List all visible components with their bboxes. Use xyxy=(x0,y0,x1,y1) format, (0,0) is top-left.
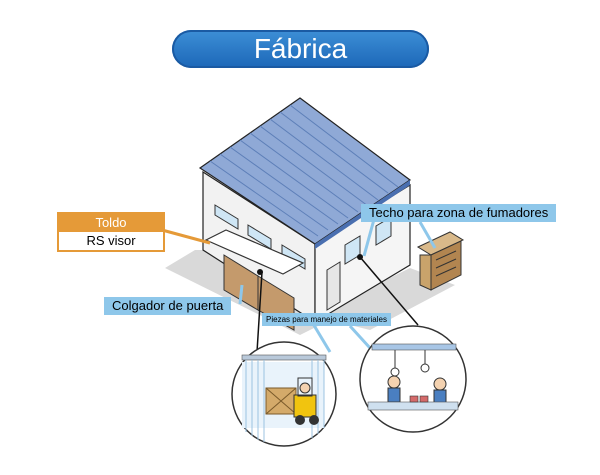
toldo-label: Toldo xyxy=(59,214,163,232)
rs-visor-label: RS visor xyxy=(59,232,163,250)
inset-curtain-scene xyxy=(241,354,327,442)
window xyxy=(214,204,239,230)
piezas-label: Piezas para manejo de materiales xyxy=(262,313,391,326)
techo-label: Techo para zona de fumadores xyxy=(361,204,557,222)
toldo-callout: Toldo RS visor xyxy=(57,212,165,252)
page-title: Fábrica xyxy=(172,30,429,68)
inset-handling-scene xyxy=(367,343,459,411)
door-pointer xyxy=(256,271,263,353)
piezas-leader-a xyxy=(310,321,332,353)
shelter-wall xyxy=(430,240,462,291)
toldo-leader xyxy=(161,228,211,245)
inset-handling-circle xyxy=(359,325,467,433)
colgador-leader xyxy=(238,284,244,305)
side-door-pointer xyxy=(359,256,419,326)
piezas-leader-b xyxy=(348,324,372,350)
awning xyxy=(204,229,305,275)
techo-leader-b xyxy=(418,221,437,249)
colgador-label: Colgador de puerta xyxy=(104,297,232,315)
side-door xyxy=(326,261,341,311)
shelter-roof xyxy=(416,231,465,256)
shelter-post xyxy=(419,254,432,291)
